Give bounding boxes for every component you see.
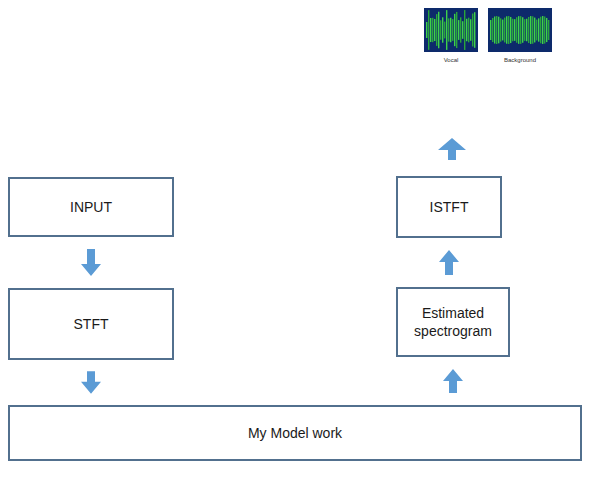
node-label: My Model work <box>248 424 342 442</box>
spectrogram-stroke <box>468 18 469 43</box>
process-box: Estimated spectrogram <box>396 287 510 357</box>
node-label: STFT <box>74 315 109 333</box>
spectrogram-stroke <box>448 18 449 41</box>
spectrogram-stroke <box>540 17 541 44</box>
spectrogram-stroke <box>446 10 447 50</box>
spectrogram-stroke <box>452 19 453 41</box>
spectrogram-stroke <box>444 22 445 39</box>
input-box: INPUT <box>8 177 174 237</box>
spectrogram-stroke <box>504 18 505 43</box>
spectrogram-stroke <box>466 19 467 42</box>
spectrogram-stroke <box>518 16 519 44</box>
spectrogram-stroke <box>536 20 537 41</box>
spectrogram-stroke <box>428 10 429 50</box>
vocal-spectrogram <box>424 8 478 52</box>
process-box: ISTFT <box>396 176 502 238</box>
spectrogram-stroke <box>510 17 511 43</box>
spectrogram-stroke <box>456 12 457 48</box>
spectrogram-stroke <box>524 19 525 41</box>
spectrogram-stroke <box>432 18 433 42</box>
spectrogram-stroke <box>528 17 529 43</box>
spectrogram-stroke <box>490 20 491 40</box>
spectrogram-stroke <box>532 16 533 43</box>
node-label: INPUT <box>70 198 112 216</box>
spectrogram-stroke <box>508 16 509 44</box>
spectrogram-stroke <box>544 16 545 43</box>
block-arrow <box>439 250 459 275</box>
block-arrow <box>81 249 101 276</box>
spectrogram-stroke <box>458 20 459 40</box>
spectrogram-stroke <box>546 18 547 42</box>
spectrogram-stroke <box>436 14 437 46</box>
spectrogram-stroke <box>470 19 471 41</box>
spectrogram-stroke <box>440 20 441 40</box>
spectrogram-stroke <box>548 20 549 40</box>
spectrogram-stroke <box>542 16 543 44</box>
background-spectrogram <box>488 8 552 52</box>
spectrogram-stroke <box>500 18 501 41</box>
spectrogram-stroke <box>534 18 535 43</box>
spectrogram-stroke <box>474 12 475 48</box>
block-arrow <box>81 371 101 394</box>
node-label: Estimated spectrogram <box>398 304 508 340</box>
spectrogram-stroke <box>516 17 517 42</box>
spectrogram-stroke <box>442 17 443 42</box>
spectrogram-stroke <box>426 22 427 38</box>
spectrogram-stroke <box>472 14 473 47</box>
block-arrow <box>443 369 463 393</box>
spectrogram-stroke <box>538 18 539 41</box>
spectrogram-stroke <box>526 19 527 42</box>
spectrogram-stroke <box>450 18 451 43</box>
spectrogram-stroke <box>512 19 513 42</box>
node-label: ISTFT <box>430 198 469 216</box>
spectrogram-stroke <box>514 19 515 41</box>
image-caption: Background <box>504 57 536 63</box>
output-arrow <box>438 138 466 160</box>
spectrogram-stroke <box>494 16 495 43</box>
process-box: STFT <box>8 288 174 360</box>
spectrogram-stroke <box>454 14 455 46</box>
spectrogram-stroke <box>460 17 461 42</box>
spectrogram-stroke <box>464 10 465 50</box>
spectrogram-stroke <box>462 21 463 39</box>
spectrogram-stroke <box>430 18 431 42</box>
spectrogram-stroke <box>434 19 435 41</box>
spectrogram-stroke <box>492 18 493 42</box>
image-caption: Vocal <box>444 57 459 63</box>
spectrogram-stroke <box>438 12 439 49</box>
spectrogram-stroke <box>506 16 507 43</box>
spectrogram-stroke <box>496 16 497 44</box>
spectrogram-stroke <box>530 16 531 44</box>
model-box: My Model work <box>8 405 582 461</box>
spectrogram-stroke <box>520 16 521 44</box>
spectrogram-stroke <box>498 17 499 44</box>
spectrogram-stroke <box>522 17 523 43</box>
spectrogram-stroke <box>502 20 503 41</box>
